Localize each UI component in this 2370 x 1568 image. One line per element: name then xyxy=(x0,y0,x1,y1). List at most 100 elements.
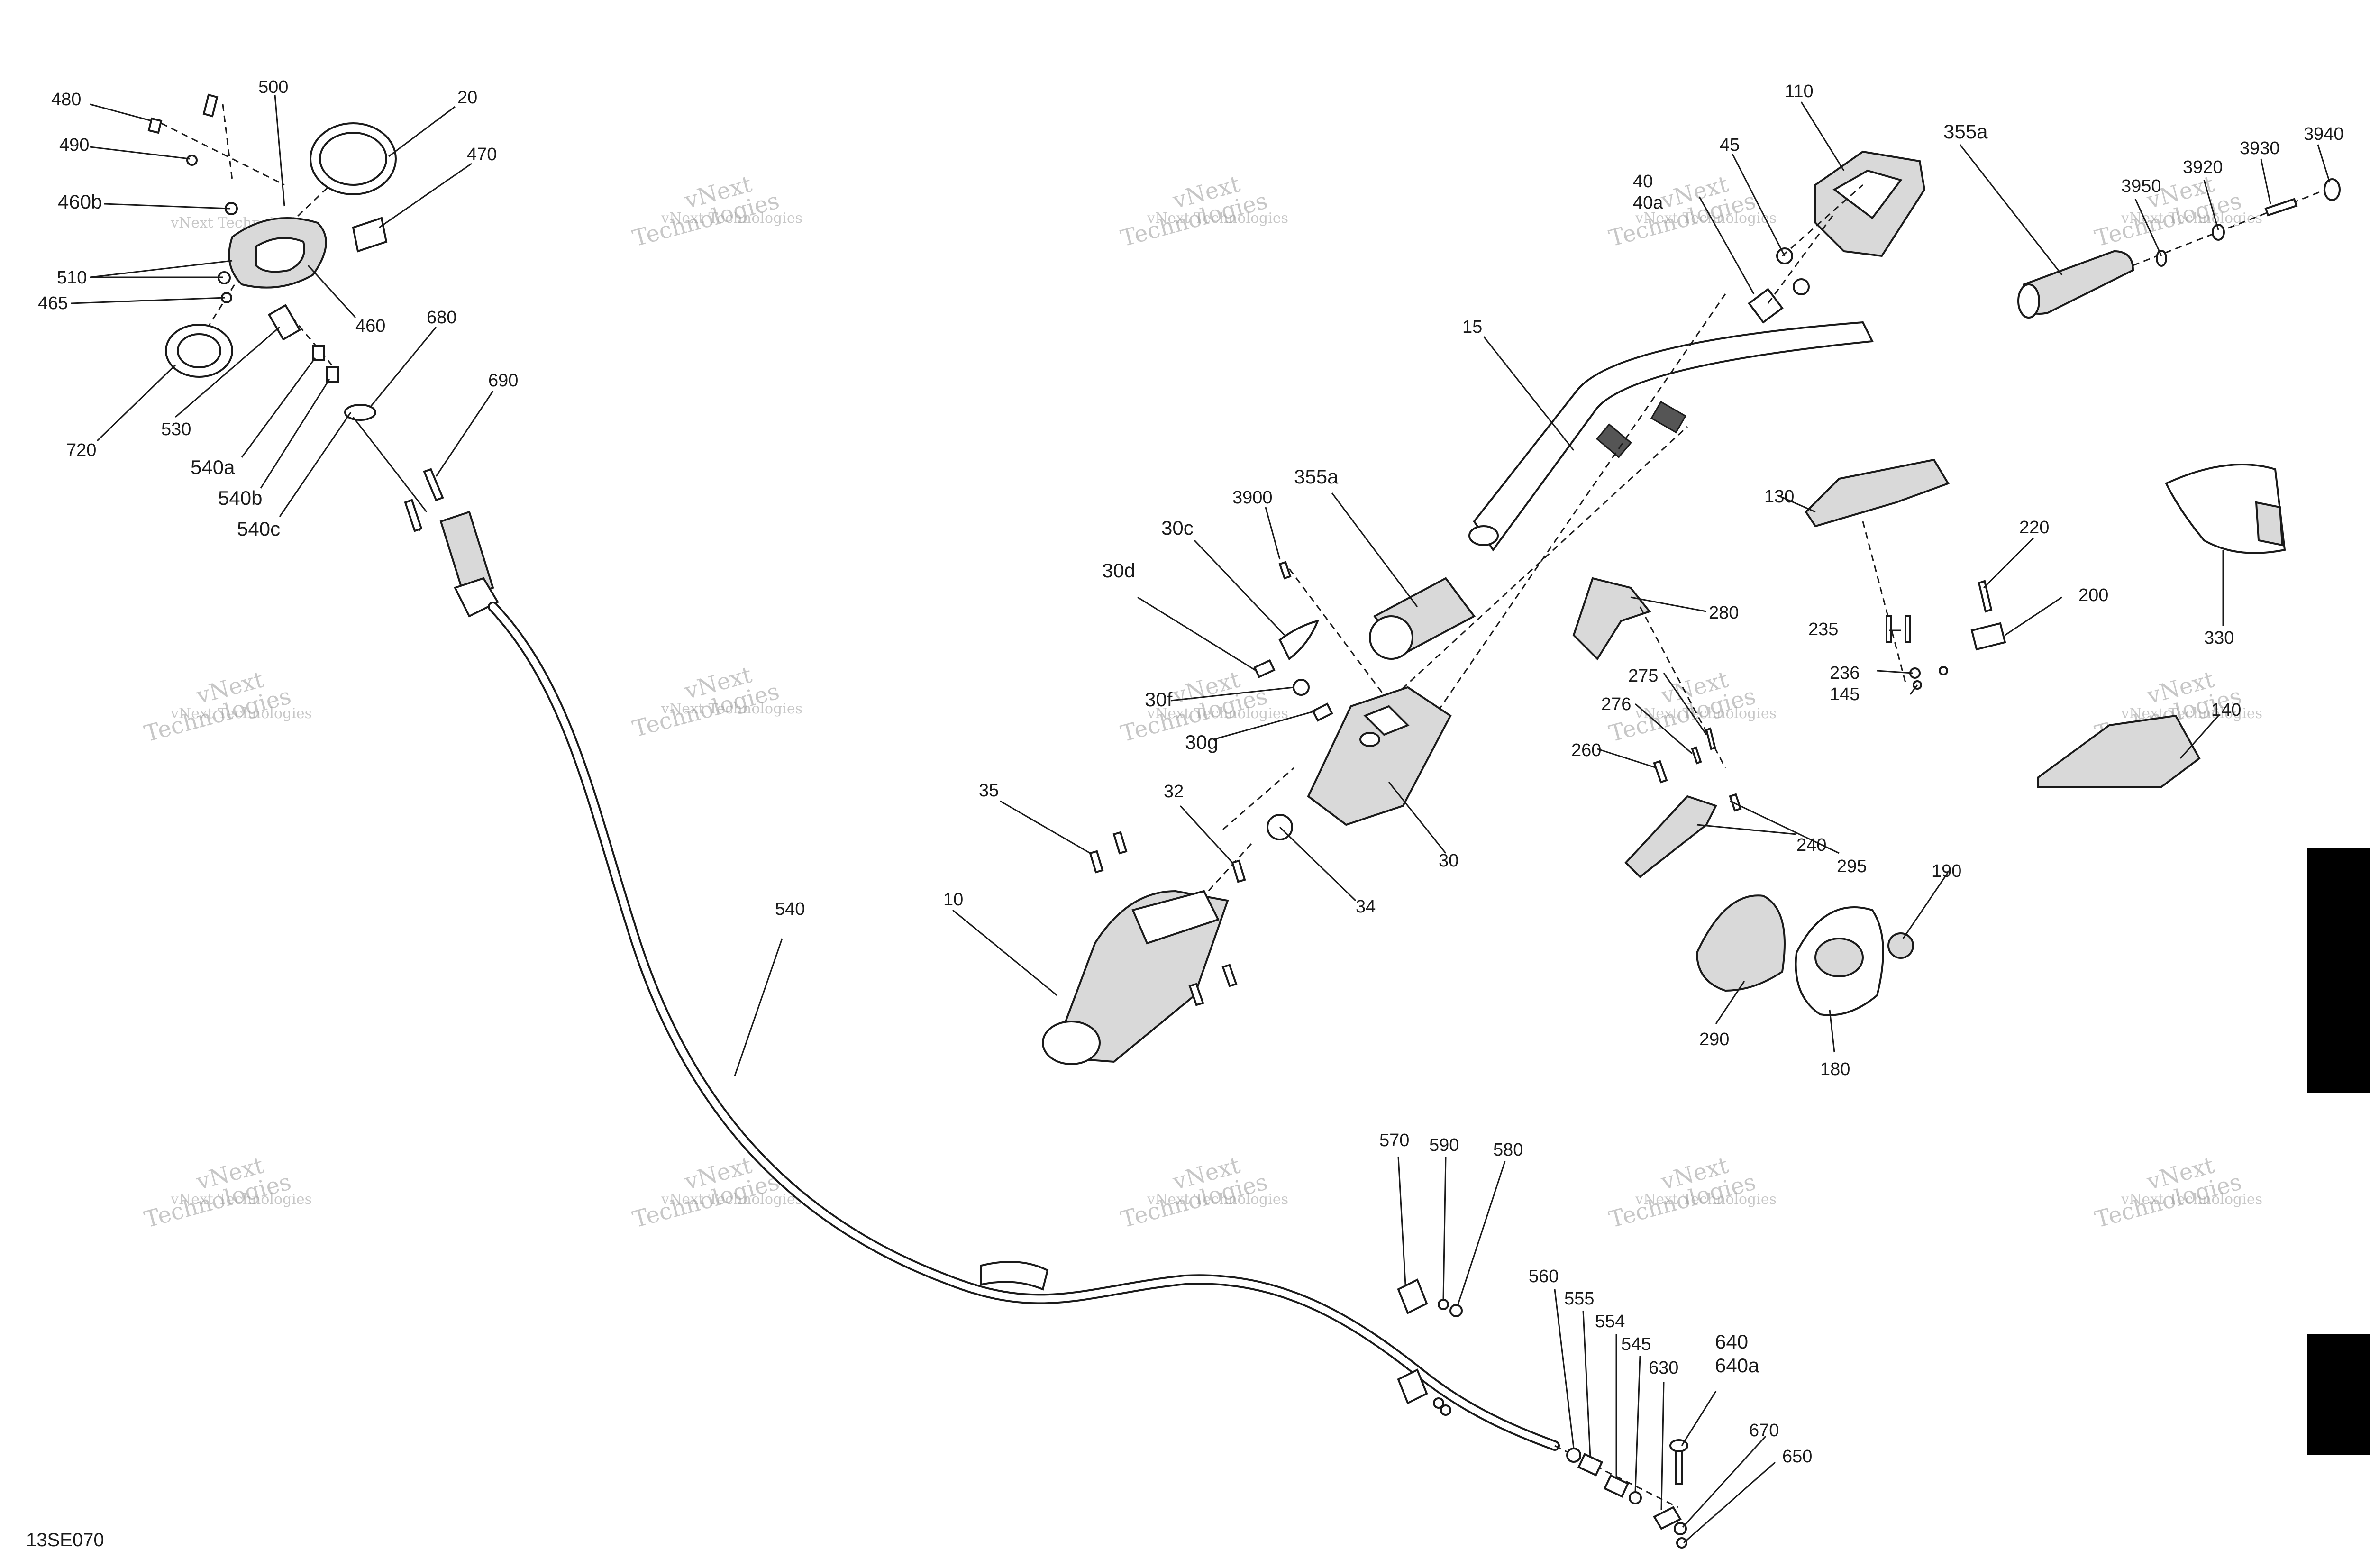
switch-components xyxy=(1572,458,2286,1016)
label-145: 145 xyxy=(1830,684,1860,704)
watermark-text: vNext Technologies xyxy=(661,1191,802,1208)
right-grip-assembly xyxy=(1748,150,2341,324)
label-34: 34 xyxy=(1356,897,1376,917)
side-tab-upper xyxy=(2307,848,2370,1093)
label-680: 680 xyxy=(427,308,456,328)
screw-690 xyxy=(423,468,444,501)
spacer-3950 xyxy=(2156,250,2167,267)
screw-35 xyxy=(1089,850,1104,874)
switch-housing-30 xyxy=(1307,686,1452,826)
watermark-text: vNext Technologies xyxy=(1147,210,1288,227)
watermark-text: vNext Technologies xyxy=(1147,1191,1288,1208)
handlebar-assembly xyxy=(1042,293,1874,1065)
bushing-555 xyxy=(1577,1453,1604,1477)
bushing-540b xyxy=(326,366,339,383)
label-45: 45 xyxy=(1720,135,1740,155)
label-540b: 540b xyxy=(218,487,262,509)
handlebar-15 xyxy=(1473,321,1874,552)
label-110: 110 xyxy=(1785,82,1814,101)
label-280: 280 xyxy=(1709,603,1739,623)
label-140: 140 xyxy=(2211,700,2241,720)
knob-190 xyxy=(1887,932,1914,959)
watermark-grid: vNext Technologies vNext Technologies vN… xyxy=(142,171,2262,1233)
cable-adjuster-680 xyxy=(439,511,494,599)
label-555: 555 xyxy=(1564,1289,1594,1309)
label-480: 480 xyxy=(51,90,81,109)
label-670: 670 xyxy=(1749,1421,1779,1440)
label-40a: 40a xyxy=(1633,193,1663,213)
label-460: 460 xyxy=(356,316,385,336)
watermark-text: vNext Technologies xyxy=(1635,1191,1777,1208)
watermark-text: vNext Technologies xyxy=(661,701,802,717)
spring-275 xyxy=(1705,727,1716,750)
label-30c: 30c xyxy=(1161,517,1194,539)
label-30: 30 xyxy=(1439,851,1458,871)
label-236: 236 xyxy=(1830,663,1860,683)
cable-end-fittings xyxy=(1397,1278,1688,1549)
label-465: 465 xyxy=(38,293,68,313)
label-355a-right: 355a xyxy=(1943,120,1988,143)
screw-295 xyxy=(1729,793,1742,812)
button-280 xyxy=(1572,577,1651,661)
label-180: 180 xyxy=(1820,1059,1850,1079)
screw-260 xyxy=(1653,760,1668,784)
label-275: 275 xyxy=(1628,666,1658,686)
label-545: 545 xyxy=(1621,1334,1651,1354)
clamp-40 xyxy=(1748,288,1784,324)
label-40: 40 xyxy=(1633,172,1653,191)
rod-end-630 xyxy=(1653,1506,1682,1530)
lever-30c xyxy=(1278,620,1320,661)
label-32: 32 xyxy=(1164,782,1184,802)
label-3900: 3900 xyxy=(1232,488,1273,508)
label-200: 200 xyxy=(2078,585,2108,605)
label-690: 690 xyxy=(488,371,518,391)
washer-590 xyxy=(1438,1299,1449,1310)
label-235: 235 xyxy=(1808,620,1838,639)
watermark-text: vNext Technologies xyxy=(1147,705,1288,722)
label-260: 260 xyxy=(1571,740,1601,760)
label-554: 554 xyxy=(1595,1312,1625,1331)
bolt-480 xyxy=(147,117,163,134)
label-3950: 3950 xyxy=(2121,176,2161,196)
label-190: 190 xyxy=(1932,861,1961,881)
sleeve-554 xyxy=(1603,1474,1630,1498)
label-720: 720 xyxy=(66,440,96,460)
connector-200 xyxy=(1970,622,2006,651)
label-3930: 3930 xyxy=(2240,138,2280,158)
watermark-text: vNext Technologies xyxy=(2121,1191,2262,1208)
label-640a: 640a xyxy=(1715,1354,1759,1377)
washer-3920 xyxy=(2212,224,2225,241)
label-540a: 540a xyxy=(191,456,235,478)
label-355a-center: 355a xyxy=(1294,465,1339,488)
label-3920: 3920 xyxy=(2183,157,2223,177)
label-470: 470 xyxy=(467,145,497,164)
watermark-text: vNext Technologies xyxy=(170,705,312,722)
bolt-3930 xyxy=(2264,198,2298,217)
label-290: 290 xyxy=(1699,1030,1729,1049)
label-510: 510 xyxy=(57,268,87,288)
pin-235 xyxy=(1886,615,1892,643)
label-580: 580 xyxy=(1493,1140,1523,1160)
hand-guard-330 xyxy=(2165,464,2286,554)
label-30d: 30d xyxy=(1102,559,1135,582)
spring-30g xyxy=(1312,702,1333,722)
watermark-text: vNext Technologies xyxy=(1635,705,1777,722)
bracket-570 xyxy=(1397,1278,1428,1314)
label-650: 650 xyxy=(1782,1447,1812,1467)
screw-3900 xyxy=(1278,561,1292,580)
label-330: 330 xyxy=(2204,628,2234,648)
washer-540c xyxy=(344,404,376,421)
label-30g: 30g xyxy=(1185,731,1218,753)
washer-490 xyxy=(186,155,198,166)
switch-470 xyxy=(352,217,388,253)
label-500: 500 xyxy=(258,77,288,97)
leader-lines xyxy=(71,94,2331,1544)
screw-220 xyxy=(1978,580,1993,613)
nut-650 xyxy=(1676,1537,1687,1549)
label-220: 220 xyxy=(2019,518,2049,538)
nut-545 xyxy=(1629,1491,1642,1504)
watermark-text: vNext Technologies xyxy=(1635,210,1777,227)
label-590: 590 xyxy=(1429,1135,1459,1155)
label-540: 540 xyxy=(775,899,805,919)
